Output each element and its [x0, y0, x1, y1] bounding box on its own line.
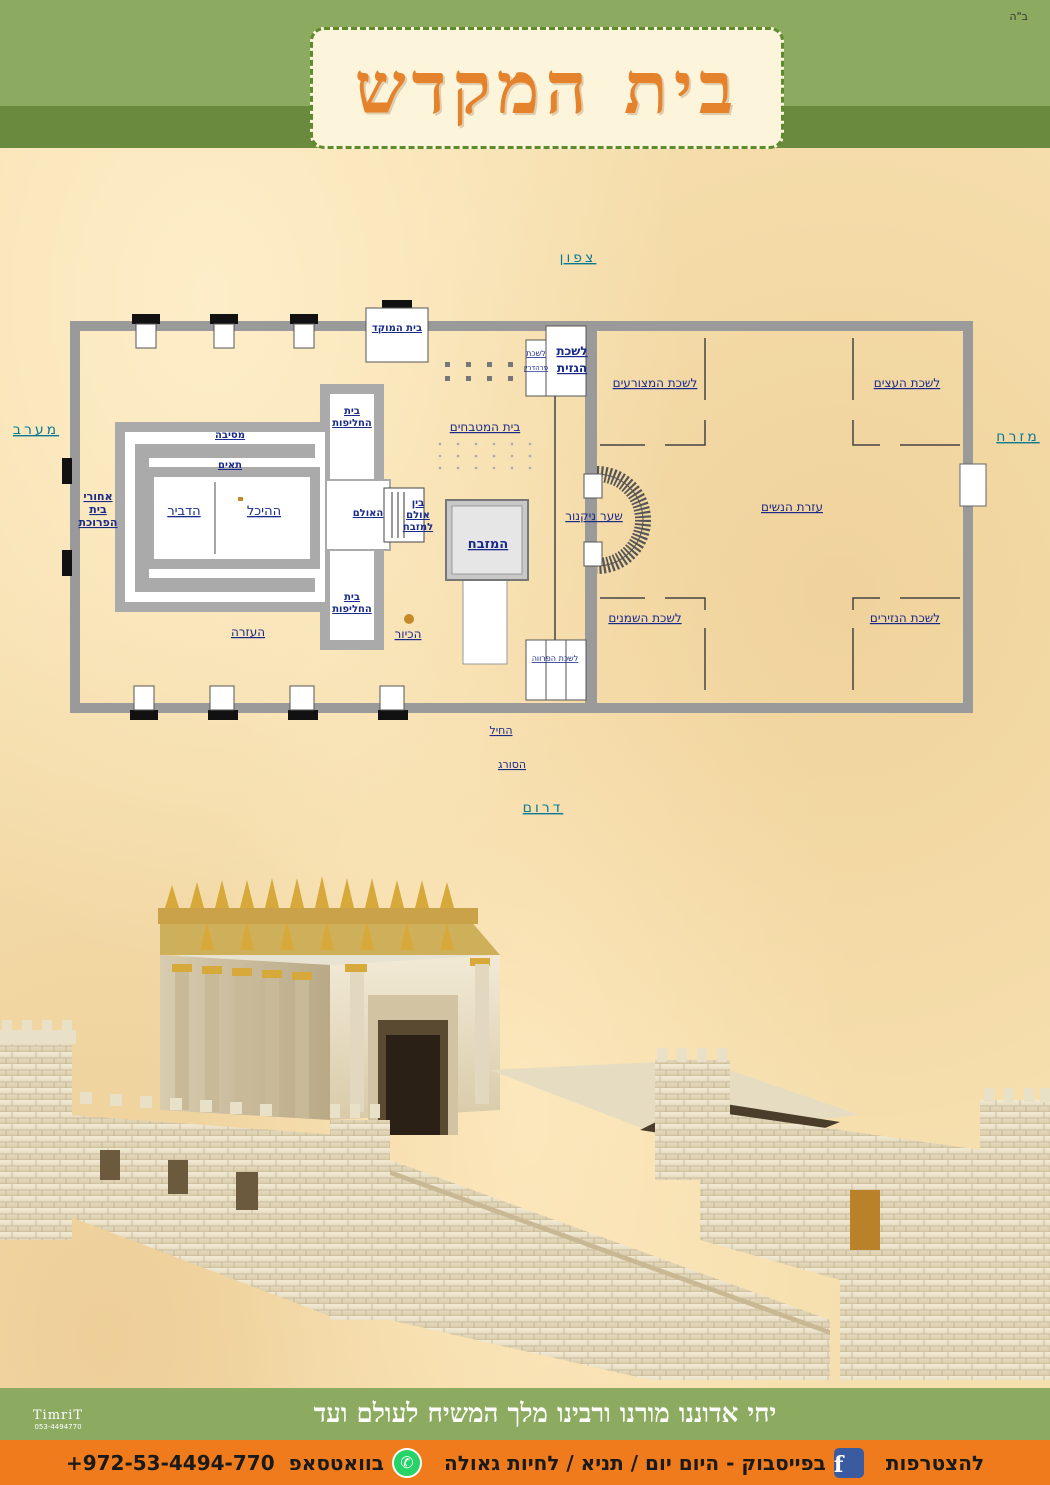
label-lishkat-hashmanim[interactable]: לשכת השמנים: [608, 611, 681, 625]
label-beit-hachalifot-bottom-1[interactable]: בית: [344, 592, 360, 603]
page-title: בית המקדש: [354, 45, 740, 130]
label-hakiyor[interactable]: הכיור: [395, 627, 422, 641]
label-hachel[interactable]: החיל: [489, 724, 512, 737]
label-achorei-3[interactable]: הפרוכת: [79, 516, 118, 529]
contact-facebook[interactable]: בפייסבוק - היום יום / תניא / לחיות גאולה: [444, 1450, 826, 1475]
label-lishkat-haparva[interactable]: לשכת הפרווה: [532, 654, 579, 663]
bh-mark: ב"ה: [1009, 10, 1028, 23]
temple-illustration: [0, 876, 1050, 1380]
slaughter-hooks: [438, 442, 532, 470]
direction-south[interactable]: דרום: [523, 800, 564, 816]
label-beit-hamitbachim[interactable]: בית המטבחים: [450, 420, 521, 434]
altar-ramp: [462, 577, 508, 665]
label-lishkat-hagazit-1[interactable]: לשכת: [556, 344, 587, 358]
direction-east[interactable]: מזרח: [996, 429, 1039, 445]
label-achorei-1[interactable]: אחורי: [83, 490, 112, 503]
contact-phone[interactable]: +972-53-4494-770: [65, 1450, 275, 1475]
lishkat-parva-room-2: [545, 639, 567, 701]
label-beit-hachalifot-top-2[interactable]: החליפות: [332, 418, 372, 429]
label-haazara[interactable]: העזרה: [231, 625, 265, 639]
label-bein-3[interactable]: למזבח: [403, 522, 433, 533]
slaughter-rings: [445, 362, 513, 381]
label-lishkat-parhedrin-1[interactable]: לשכת: [526, 349, 546, 358]
front-wall-right-ledge: [390, 1170, 830, 1335]
direction-west[interactable]: מערב: [13, 422, 59, 438]
west-gate-top: [62, 458, 72, 484]
tower-right: [980, 1088, 1050, 1380]
facebook-icon[interactable]: f: [833, 1447, 864, 1478]
sanctuary-building: [158, 876, 500, 1135]
heichal-complex: [115, 384, 425, 650]
label-bein-1[interactable]: בין: [412, 498, 424, 509]
tower-back: [655, 1048, 730, 1180]
label-ezrat-nashim[interactable]: עזרת הנשים: [761, 500, 823, 514]
label-beit-hamoked[interactable]: בית המוקד: [372, 323, 422, 334]
temple-floor-plan: צפון דרום מזרח מערב בית המוקד לשכת הגזית…: [13, 250, 1039, 816]
label-hasoreg[interactable]: הסורג: [498, 758, 526, 771]
contact-join: להצטרפות: [885, 1450, 985, 1475]
front-wall-left: [0, 1110, 340, 1320]
label-haheichal[interactable]: ההיכל: [247, 504, 281, 519]
south-gates: [130, 685, 408, 720]
label-lishkat-hanezirim[interactable]: לשכת הנזירים: [870, 611, 940, 625]
slogan-bar: יחי אדוננו מורנו ורבינו מלך המשיח לעולם …: [0, 1388, 1050, 1440]
ezrat-nashim-chambers: [600, 338, 960, 690]
label-beit-hachalifot-bottom-2[interactable]: החליפות: [332, 604, 372, 615]
label-taim[interactable]: תאים: [218, 460, 242, 471]
logo: TimriT 053-4494770: [20, 1394, 96, 1436]
lishkat-parva-room-3: [565, 639, 587, 701]
right-wall: [700, 1110, 980, 1380]
east-gate: [959, 463, 987, 507]
logo-phone: 053-4494770: [34, 1423, 82, 1431]
label-mesiba[interactable]: מסיבה: [215, 430, 245, 441]
west-gate-bottom: [62, 550, 72, 576]
label-bein-2[interactable]: אולם: [406, 510, 430, 521]
label-hadvir[interactable]: הדביר: [167, 504, 200, 519]
logo-name: TimriT: [32, 1408, 84, 1423]
tower-center: [330, 1104, 390, 1320]
label-lishkat-parhedrin-2[interactable]: פרהדרין: [524, 364, 548, 372]
nikanor-steps: [583, 466, 651, 574]
north-gates: [132, 300, 412, 349]
lishkat-parhedrin-room: [525, 339, 547, 397]
kiyor-basin: [404, 614, 414, 624]
whatsapp-icon[interactable]: ✆: [392, 1447, 422, 1478]
lishkat-parva-room-1: [525, 639, 547, 701]
front-wall-battlements: [80, 1092, 272, 1116]
front-wall-gates: [100, 1150, 258, 1210]
label-achorei-2[interactable]: בית: [89, 503, 107, 516]
title-card: בית המקדש: [310, 27, 784, 149]
contact-whatsapp[interactable]: בוואטסאפ: [288, 1450, 384, 1475]
label-shaar-nikanor[interactable]: שער ניקנור: [565, 509, 622, 523]
altar-top: [451, 505, 523, 575]
label-haulam[interactable]: האולם: [353, 508, 384, 519]
label-lishkat-hagazit-2[interactable]: הגזית: [557, 361, 587, 375]
outer-wall: [70, 321, 973, 713]
label-beit-hachalifot-top-1[interactable]: בית: [344, 406, 360, 417]
east-gate-door: [850, 1190, 880, 1250]
label-lishkat-haetzim[interactable]: לשכת העצים: [874, 376, 941, 390]
beit-hamoked-room: [365, 307, 429, 363]
direction-north[interactable]: צפון: [560, 250, 597, 266]
slogan: יחי אדוננו מורנו ורבינו מלך המשיח לעולם …: [313, 1399, 777, 1429]
contact-bar: להצטרפות f בפייסבוק - היום יום / תניא / …: [0, 1440, 1050, 1485]
label-hamizbeach[interactable]: המזבח: [468, 537, 508, 552]
divider-wall: [585, 330, 597, 704]
label-lishkat-hametzoraim[interactable]: לשכת המצורעים: [613, 376, 698, 390]
